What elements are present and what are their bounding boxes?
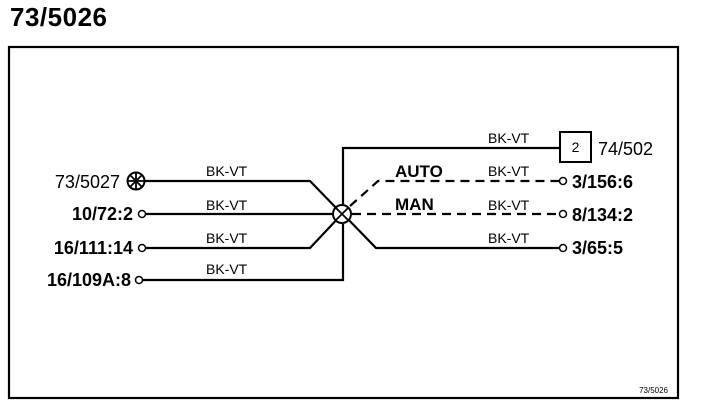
- connector-label-left: 10/72:2: [72, 204, 133, 224]
- wire-color-label: BK-VT: [488, 130, 530, 146]
- terminal-circle-icon: [137, 243, 147, 253]
- terminal-circle-icon: [558, 176, 568, 186]
- connector-label-left: 16/109A:8: [47, 270, 131, 290]
- central-splice-icon: [332, 204, 352, 224]
- wire-color-label: BK-VT: [488, 197, 530, 213]
- wire-74-502: [341, 146, 560, 204]
- terminal-circle-icon: [134, 275, 144, 285]
- terminal-circle-icon: [558, 209, 568, 219]
- wire-color-label: BK-VT: [206, 163, 248, 179]
- wire-16-111-14: [146, 213, 343, 250]
- splice-box: [559, 131, 592, 163]
- wire-color-label: BK-VT: [206, 261, 248, 277]
- switch-label-auto: AUTO: [395, 162, 443, 181]
- reference-code: 73/5026: [639, 386, 668, 395]
- connector-label-right: 8/134:2: [572, 205, 633, 225]
- wire-color-label: BK-VT: [488, 230, 530, 246]
- connector-label-left: 16/111:14: [54, 238, 133, 258]
- diagram-title: 73/5026: [10, 2, 108, 32]
- wire-3-156-6-auto: [349, 179, 560, 207]
- wire-color-label: BK-VT: [206, 197, 248, 213]
- connector-label-right: 74/502: [598, 139, 653, 159]
- connector-label-right: 3/65:5: [572, 238, 623, 258]
- wire-73-5027: [144, 179, 343, 215]
- wire-3-65-5: [342, 213, 560, 250]
- splice-number: 2: [572, 139, 580, 155]
- terminal-circle-icon: [558, 243, 568, 253]
- wire-16-109a-8: [143, 224, 345, 282]
- switch-label-man: MAN: [395, 195, 434, 214]
- diagram-frame: [7, 45, 680, 400]
- wire-color-label: BK-VT: [206, 230, 248, 246]
- ground-point-icon: [126, 171, 146, 191]
- terminal-circle-icon: [137, 209, 147, 219]
- connector-label-right: 3/156:6: [572, 172, 633, 192]
- wire-color-label: BK-VT: [488, 163, 530, 179]
- connector-label-left: 73/5027: [55, 172, 120, 192]
